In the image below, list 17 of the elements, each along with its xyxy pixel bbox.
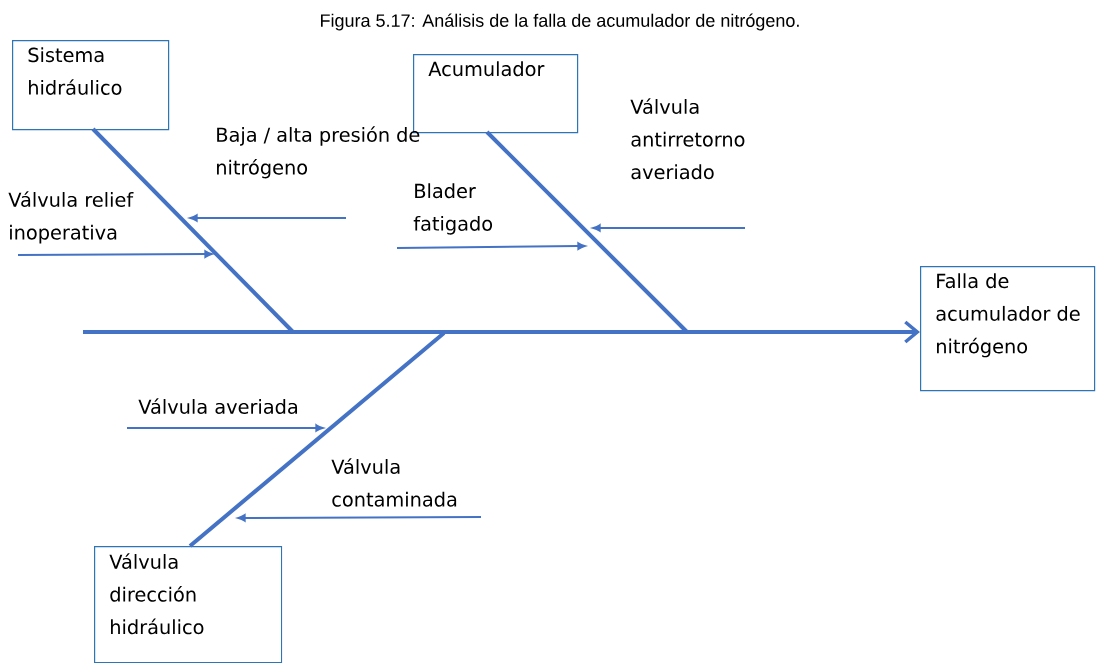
arrow	[189, 214, 347, 222]
arrow	[83, 320, 920, 344]
arrow	[592, 224, 746, 232]
arrow	[126, 424, 324, 432]
arrow	[237, 514, 482, 522]
arrow	[17, 250, 213, 258]
cause-text: Blader fatigado	[413, 183, 493, 235]
cause-text: Válvula contaminada	[331, 458, 457, 507]
cause-text: Válvula relief inoperativa	[8, 191, 134, 244]
arrow	[396, 242, 586, 250]
category-box: Válvula dirección hidráulico	[94, 546, 283, 663]
fishbone-line	[188, 331, 446, 548]
category-box: Falla de acumulador de nitrógeno	[920, 266, 1096, 392]
figure-title: Figura 5.17: Análisis de la falla de acumulador de nitrógeno.	[321, 13, 799, 31]
category-box: Sistema hidráulico	[12, 40, 170, 131]
cause-text: Válvula antirretorno averiado	[630, 98, 745, 180]
cause-text: Válvula averiada	[138, 398, 297, 414]
